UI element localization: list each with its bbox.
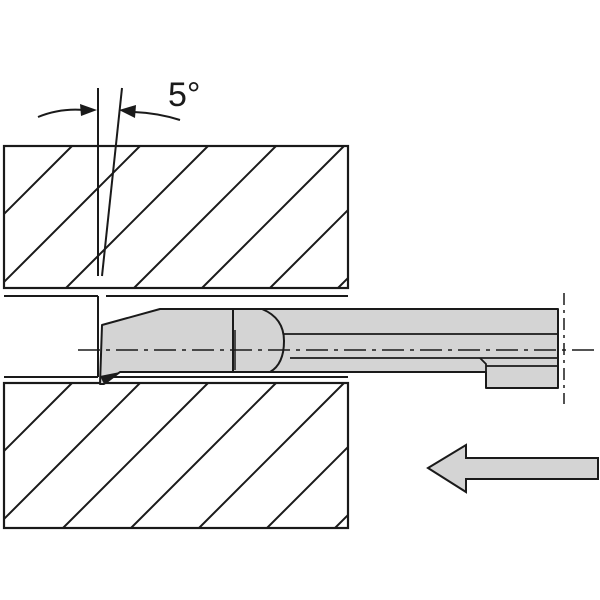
dimension-arc-right xyxy=(133,111,181,121)
dimension-arrowhead-right xyxy=(119,105,136,118)
hatch-line xyxy=(403,383,548,528)
bore-walls xyxy=(4,295,348,378)
tool-neck-face xyxy=(232,308,286,373)
hatch-line xyxy=(269,208,348,288)
hatch-line xyxy=(198,383,345,528)
angle-dimension xyxy=(37,87,181,277)
dimension-arc-left xyxy=(37,108,85,118)
hatch-line xyxy=(130,383,277,528)
feed-direction-arrow xyxy=(426,443,599,494)
hatch-line xyxy=(201,146,345,288)
hatch-line xyxy=(406,146,548,288)
hatch-line xyxy=(471,383,600,528)
hatch-lines-upper xyxy=(4,146,600,288)
hatch-line xyxy=(4,146,141,284)
inclined-reference-line xyxy=(101,87,123,277)
hatch-line xyxy=(65,146,209,288)
workpiece-upper-section xyxy=(2,144,600,290)
hatch-line xyxy=(4,146,73,216)
hatch-line xyxy=(62,383,209,528)
hatch-line xyxy=(133,146,277,288)
hatch-line xyxy=(266,445,348,528)
hatch-lines-lower xyxy=(4,383,600,528)
boring-tool xyxy=(99,308,559,389)
angle-label: 5° xyxy=(168,76,201,114)
hatch-line xyxy=(4,383,141,521)
hatch-line xyxy=(474,146,600,288)
workpiece-lower-section xyxy=(2,381,600,530)
hatch-line xyxy=(4,383,73,453)
cutting-edge xyxy=(100,372,120,384)
hatch-line xyxy=(337,276,348,288)
dimension-arrowhead-left xyxy=(80,104,97,116)
shank-step-notch xyxy=(479,357,487,388)
